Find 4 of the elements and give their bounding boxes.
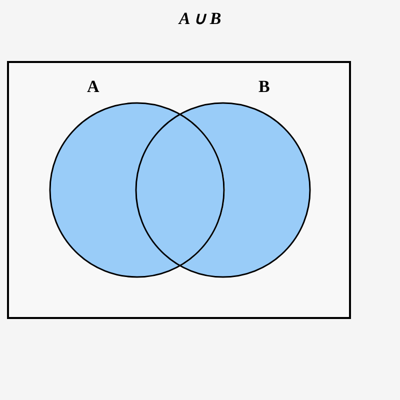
set-label: A bbox=[87, 78, 100, 96]
set-label: B bbox=[258, 78, 270, 96]
universe-rectangle bbox=[7, 61, 351, 319]
diagram-title: A ∪ B bbox=[179, 8, 222, 29]
